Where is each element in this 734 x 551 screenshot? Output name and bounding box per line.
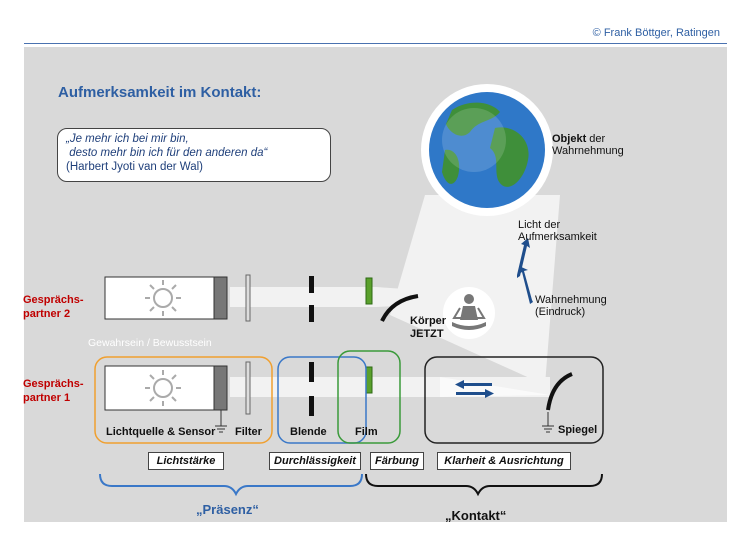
durchlaessigkeit-group-box: [277, 356, 367, 444]
blende-label: Blende: [290, 426, 327, 438]
film-partner-1: [365, 366, 373, 394]
quote-line-2: desto mehr bin ich für den anderen da“: [66, 147, 268, 159]
kontakt-brace: [365, 473, 603, 497]
klarheit-tag: Klarheit & Ausrichtung: [437, 452, 571, 470]
aperture-top-partner-2: [309, 276, 314, 293]
header-rule: [24, 43, 727, 44]
kontakt-label: „Kontakt“: [445, 508, 507, 523]
lamp-box-partner-2: [104, 276, 228, 320]
partner-1-label: Gesprächs-partner 1: [23, 378, 84, 404]
faerbung-group-box: [337, 350, 401, 444]
sensor-partner-1: [213, 365, 228, 411]
lamp-box-partner-1: [104, 365, 228, 411]
beam-partner-2: [230, 287, 376, 307]
meditation-figure-icon: [443, 287, 495, 339]
sun-icon: [145, 370, 181, 406]
page-title: Aufmerksamkeit im Kontakt:: [58, 84, 262, 101]
sensor-partner-2: [213, 276, 228, 320]
gewahrsein-label: Gewahrsein / Bewusstsein: [88, 337, 212, 349]
film-partner-2: [365, 277, 373, 305]
durchlaessigkeit-tag: Durchlässigkeit: [269, 452, 361, 470]
copyright-text: © Frank Böttger, Ratingen: [592, 27, 720, 39]
filter-label: Filter: [235, 426, 262, 438]
mirror-partner-2: [380, 294, 419, 322]
lichtstaerke-group-box: [94, 356, 273, 444]
film-label: Film: [355, 426, 378, 438]
faerbung-tag: Färbung: [370, 452, 424, 470]
praesenz-brace: [99, 473, 363, 497]
quote-line-1: „Je mehr ich bei mir bin,: [66, 133, 189, 145]
globe-icon: [429, 92, 545, 208]
quote-author: (Harbert Jyoti van der Wal): [66, 161, 203, 173]
wahrnehmung-label: Wahrnehmung(Eindruck): [535, 294, 607, 318]
klarheit-group-box: [424, 356, 604, 444]
filter-partner-2: [245, 274, 251, 322]
lichtquelle-label: Lichtquelle & Sensor: [106, 426, 216, 438]
aperture-top-partner-1: [309, 362, 314, 382]
sun-icon: [145, 280, 181, 316]
lichtstaerke-tag: Lichtstärke: [148, 452, 224, 470]
attention-arrows: [517, 238, 533, 304]
spiegel-label: Spiegel: [558, 424, 598, 436]
aperture-bottom-partner-2: [309, 305, 314, 322]
partner-2-label: Gesprächs-partner 2: [23, 294, 84, 320]
aperture-bottom-partner-1: [309, 396, 314, 416]
mirror-partner-1: [546, 372, 573, 411]
filter-partner-1: [245, 361, 251, 415]
quote-box: „Je mehr ich bei mir bin, desto mehr bin…: [57, 128, 331, 182]
exchange-arrows: [455, 380, 494, 398]
praesenz-label: „Präsenz“: [196, 502, 259, 517]
